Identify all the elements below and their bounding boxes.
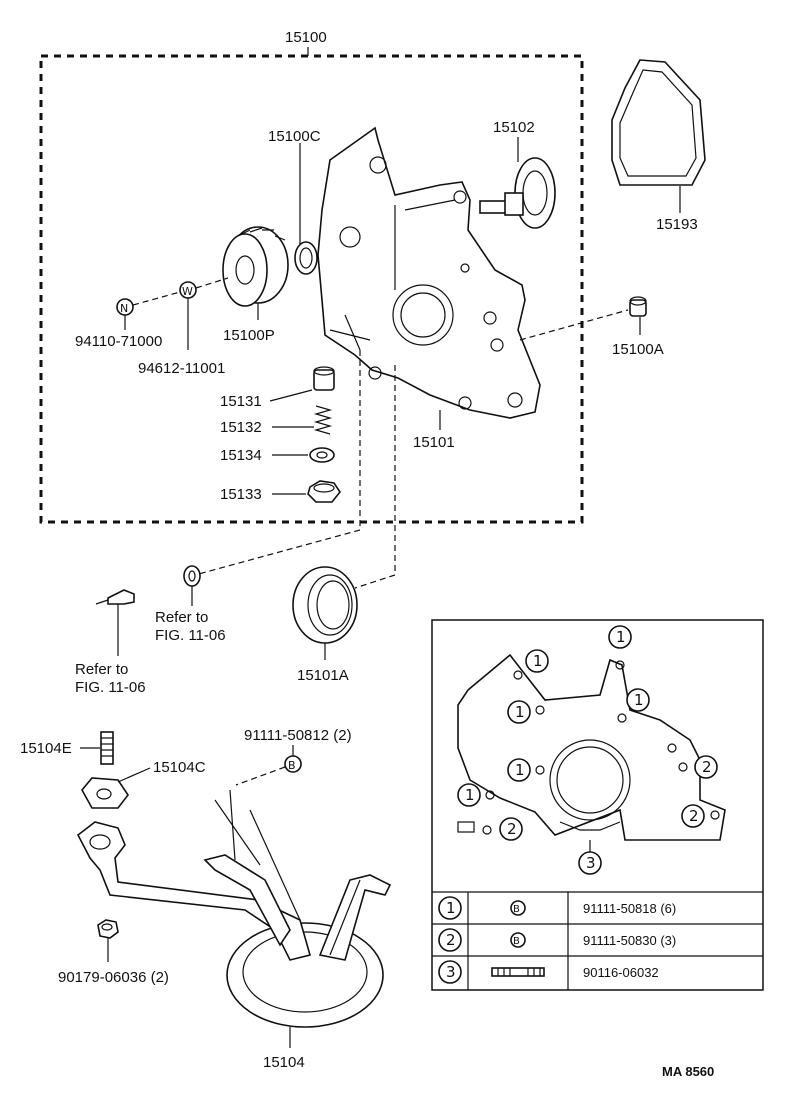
oil-pump-body xyxy=(317,126,541,419)
o-ring-15100c xyxy=(294,241,318,275)
svg-text:N: N xyxy=(120,302,128,315)
gasket-15193 xyxy=(611,59,706,186)
svg-text:W: W xyxy=(182,285,193,298)
gasket-ring xyxy=(183,565,201,587)
svg-text:3: 3 xyxy=(586,854,596,872)
inset-callout-1c xyxy=(507,700,531,724)
svg-text:1: 1 xyxy=(446,899,456,917)
inset-callout-1e xyxy=(507,758,531,782)
label-15102: 15102 xyxy=(493,119,535,136)
svg-text:1: 1 xyxy=(634,691,644,709)
inset-callout-2c xyxy=(499,817,523,841)
label-90179: 90179-06036 (2) xyxy=(58,969,169,986)
table-row: 1 B 91111-50818 (6) xyxy=(438,896,676,920)
refer-b-line1: Refer to xyxy=(75,661,128,678)
rotor-15102 xyxy=(479,157,556,229)
inset-callout-1d xyxy=(626,688,650,712)
svg-text:1: 1 xyxy=(465,786,475,804)
refer-a-line2: FIG. 11-06 xyxy=(155,627,226,644)
svg-text:91111-50830 (3): 91111-50830 (3) xyxy=(583,933,676,948)
svg-text:90116-06032: 90116-06032 xyxy=(583,965,659,980)
inset-callout-1a xyxy=(525,649,549,673)
label-91111-50812: 91111-50812 (2) xyxy=(244,727,352,744)
inset-pump-outline xyxy=(457,653,726,841)
label-15104c: 15104C xyxy=(153,759,206,776)
b-marker-icon xyxy=(510,900,526,916)
label-15100p: 15100P xyxy=(223,327,275,344)
oil-seal-15101a xyxy=(292,566,358,644)
b-marker-icon xyxy=(284,755,302,773)
inset-callout-2b xyxy=(681,804,705,828)
svg-text:3: 3 xyxy=(446,963,456,981)
plug-15133 xyxy=(307,480,341,503)
label-15132: 15132 xyxy=(220,419,262,436)
diagram-ref-code: MA 8560 xyxy=(662,1064,714,1079)
spring-15132 xyxy=(313,405,333,435)
svg-text:1: 1 xyxy=(515,703,525,721)
bolt-table: 1 B 91111-50818 (6) 2 B 91111-50830 (3) … xyxy=(432,891,763,990)
svg-text:2: 2 xyxy=(702,758,712,776)
relief-valve-15131 xyxy=(313,366,335,391)
gasket-15104c xyxy=(81,777,129,809)
rotor-15100p xyxy=(222,226,289,307)
stud-icon xyxy=(491,967,545,977)
b-marker-icon xyxy=(510,932,526,948)
refer-b-line2: FIG. 11-06 xyxy=(75,679,146,696)
label-15134: 15134 xyxy=(220,447,262,464)
label-15101a: 15101A xyxy=(297,667,349,684)
label-15193: 15193 xyxy=(656,216,698,233)
inset-callout-1b xyxy=(608,625,632,649)
table-row: 2 B 91111-50830 (3) xyxy=(438,928,676,952)
stud-15104e xyxy=(100,731,114,765)
nut-90179 xyxy=(97,919,119,939)
washer-15134 xyxy=(309,447,335,463)
table-row: 3 90116-06032 xyxy=(438,960,659,984)
label-15133: 15133 xyxy=(220,486,262,503)
svg-text:2: 2 xyxy=(446,931,456,949)
label-15104: 15104 xyxy=(263,1054,305,1071)
label-15100a: 15100A xyxy=(612,341,664,358)
svg-text:1: 1 xyxy=(616,628,626,646)
label-15100c: 15100C xyxy=(268,128,321,145)
label-94612: 94612-11001 xyxy=(138,360,225,377)
label-15104e: 15104E xyxy=(20,740,72,757)
inset-callout-2a xyxy=(694,755,718,779)
svg-text:2: 2 xyxy=(689,807,699,825)
assembly-number: 15100 xyxy=(285,29,327,46)
label-94110: 94110-71000 xyxy=(75,333,162,350)
svg-text:B: B xyxy=(288,759,296,772)
svg-text:B: B xyxy=(513,936,520,947)
svg-text:1: 1 xyxy=(515,761,525,779)
label-15101: 15101 xyxy=(413,434,455,451)
inset-box xyxy=(431,619,764,991)
refer-a-line1: Refer to xyxy=(155,609,208,626)
inset-callouts: 1 1 1 1 1 1 2 2 2 3 xyxy=(457,625,718,875)
svg-text:91111-50818 (6): 91111-50818 (6) xyxy=(583,901,676,916)
svg-text:B: B xyxy=(513,904,520,915)
plug-15100a xyxy=(629,296,647,317)
oil-pressure-switch xyxy=(95,589,135,605)
assembly-boundary xyxy=(39,54,584,524)
label-15131: 15131 xyxy=(220,393,262,410)
svg-text:2: 2 xyxy=(507,820,517,838)
oil-strainer-15104 xyxy=(76,789,392,1028)
inset-callout-1f xyxy=(457,783,481,807)
svg-text:1: 1 xyxy=(533,652,543,670)
